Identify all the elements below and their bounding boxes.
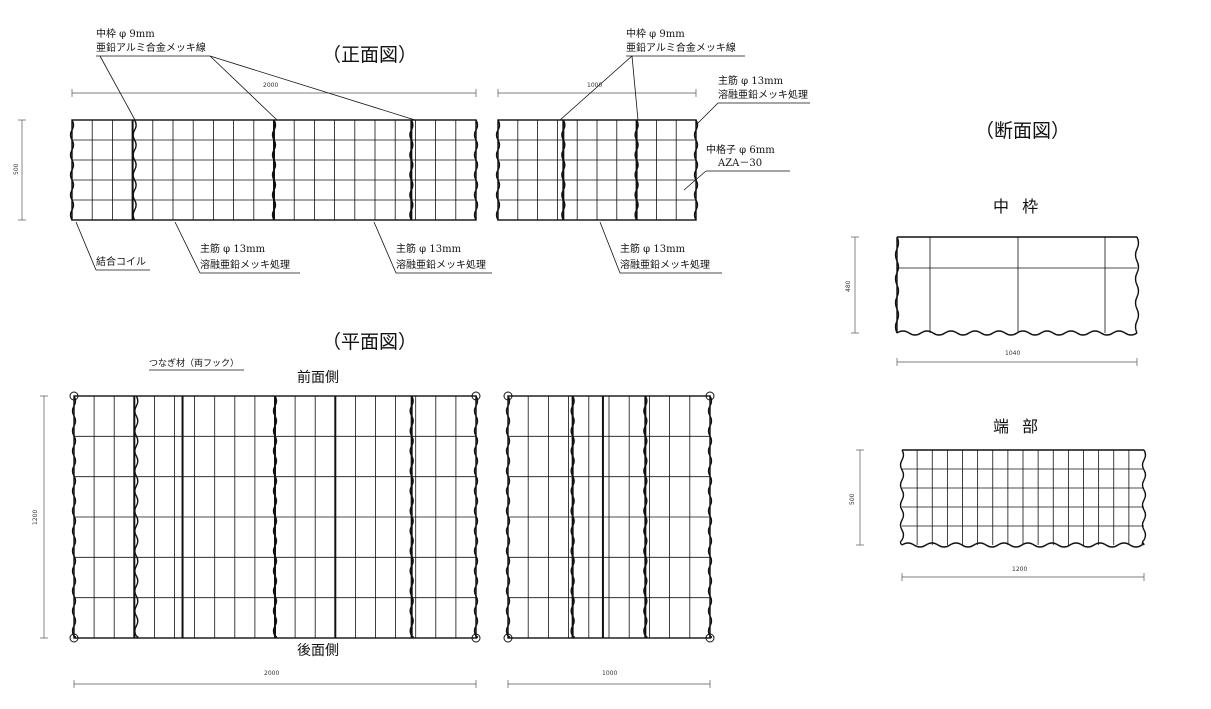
dimension-lines	[18, 89, 1145, 688]
front-left-coil	[69, 119, 75, 221]
callout-grid-line1: 中格子 φ 6mm	[706, 145, 775, 156]
plan-left-coil	[134, 395, 139, 639]
callout-coil: 結合コイル	[96, 257, 146, 268]
section-mid-right-coil	[1134, 236, 1140, 334]
front-left-coil	[271, 119, 277, 221]
front-left-coil	[409, 119, 414, 221]
callout-leader-lines	[75, 55, 810, 371]
plan-corner-ring	[471, 633, 481, 643]
plan-view-panel-2000	[69, 391, 481, 643]
section-end-label: 端 部	[993, 417, 1043, 436]
callout-main-bar-right-line2: 溶融亜鉛メッキ処理	[718, 90, 808, 101]
dim-front-height: 500	[13, 163, 20, 175]
plan-right-coil	[643, 395, 648, 639]
callout-main-bar-2-line1: 主筋 φ 13mm	[396, 244, 462, 255]
leader-frame-b-1	[559, 55, 633, 121]
front-view-panel-2000	[69, 119, 479, 221]
callout-main-bar-3-line2: 溶融亜鉛メッキ処理	[620, 260, 710, 271]
plan-right-coil	[707, 395, 713, 639]
plan-front-side-label: 前面側	[297, 370, 339, 386]
section-middle-label: 中 枠	[993, 197, 1043, 216]
section-end-left-coil	[899, 449, 905, 546]
dim-section-end-width: 1200	[1012, 566, 1028, 573]
front-left-coil	[132, 119, 137, 221]
plan-corner-ring	[471, 391, 481, 401]
leader-main-bar-3	[599, 221, 621, 274]
section-mid-bottom-coil	[896, 330, 1138, 336]
plan-corner-ring	[705, 391, 715, 401]
callout-frame-a-line1: 中枠 φ 9mm	[96, 29, 155, 40]
section-view-title: （断面図）	[975, 120, 1071, 142]
callout-frame-b-line1: 中枠 φ 9mm	[626, 29, 685, 40]
callout-main-bar-1-line1: 主筋 φ 13mm	[200, 244, 266, 255]
section-middle-frame	[894, 236, 1140, 336]
leader-frame-a-1	[99, 55, 136, 121]
section-mid-left-coil	[894, 236, 900, 334]
section-end-frame	[899, 449, 1147, 548]
dim-plan-depth: 1200	[32, 509, 39, 525]
callout-main-bar-2-line2: 溶融亜鉛メッキ処理	[396, 260, 486, 271]
leader-main-bar-right	[695, 102, 719, 126]
leader-frame-b-2	[631, 55, 639, 121]
dim-front-left-width: 2000	[263, 82, 279, 89]
callout-main-bar-right-line1: 主筋 φ 13mm	[718, 76, 784, 87]
callout-frame-b-line2: 亜鉛アルミ合金メッキ線	[626, 43, 736, 54]
front-view-title: （正面図）	[322, 44, 418, 66]
plan-right-coil	[570, 395, 575, 639]
front-right-coil	[693, 119, 699, 221]
plan-view-title: （平面図）	[322, 331, 418, 353]
dim-section-mid-width: 1040	[1005, 350, 1021, 357]
plan-left-coil	[272, 395, 278, 639]
plan-back-side-label: 後面側	[297, 643, 339, 659]
leader-main-bar-2	[373, 221, 397, 274]
plan-corner-ring	[705, 633, 715, 643]
callout-grid-line2: AZA－30	[718, 158, 763, 169]
plan-view-panel-1000	[503, 391, 715, 643]
dim-plan-left-width: 2000	[264, 670, 280, 677]
leader-main-bar-1	[174, 221, 201, 274]
plan-corner-ring	[503, 633, 513, 643]
leader-coil	[75, 221, 97, 271]
plan-corner-ring	[69, 391, 79, 401]
section-end-bottom-coil	[901, 542, 1145, 548]
dim-front-right-width: 1000	[587, 82, 603, 89]
plan-corner-ring	[503, 391, 513, 401]
plan-left-coil	[409, 395, 414, 639]
callout-main-bar-3-line1: 主筋 φ 13mm	[620, 244, 686, 255]
section-end-right-coil	[1141, 449, 1147, 546]
front-left-coil	[473, 119, 479, 221]
leader-frame-a-2	[209, 55, 278, 121]
dim-plan-right-width: 1000	[602, 670, 618, 677]
front-right-coil	[561, 119, 566, 221]
dim-section-end-height: 500	[849, 493, 856, 505]
plan-right-coil	[505, 395, 511, 639]
front-right-coil	[634, 119, 639, 221]
dim-section-mid-height: 480	[845, 280, 852, 292]
plan-left-coil	[71, 395, 77, 639]
callout-main-bar-1-line2: 溶融亜鉛メッキ処理	[200, 260, 290, 271]
plan-connector-label: つなぎ材（両フック）	[149, 359, 240, 369]
leader-frame-a-3	[209, 55, 416, 121]
plan-corner-ring	[69, 633, 79, 643]
plan-left-coil	[473, 395, 479, 639]
front-right-coil	[495, 119, 501, 221]
leader-grid	[683, 170, 707, 191]
front-view-panel-1000	[495, 119, 699, 221]
callout-frame-a-line2: 亜鉛アルミ合金メッキ線	[96, 43, 206, 54]
